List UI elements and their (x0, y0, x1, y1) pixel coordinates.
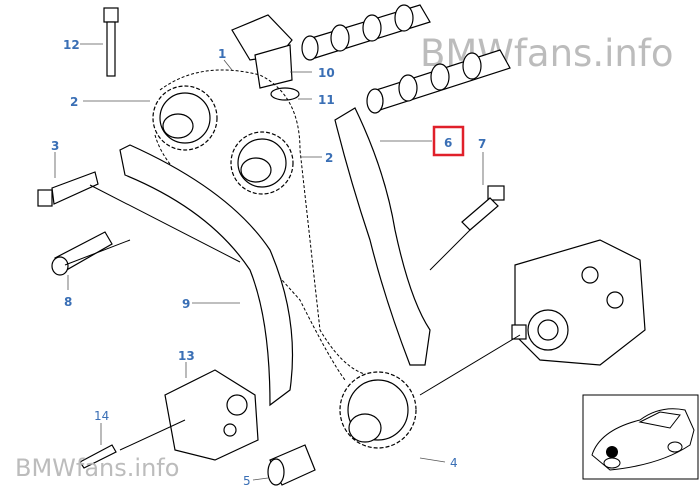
callout-13[interactable]: 13 (178, 349, 195, 363)
high-pressure-pump (511, 239, 646, 366)
bolt-7 (461, 185, 505, 231)
sprocket-crank-4 (339, 371, 417, 449)
callout-2-upper[interactable]: 2 (70, 95, 78, 109)
chain-tensioner-13 (164, 369, 259, 461)
callout-3[interactable]: 3 (51, 139, 59, 153)
highlight-box (432, 125, 465, 157)
camshaft-lower (366, 49, 511, 114)
guide-rail-9 (119, 144, 294, 407)
timing-chain (159, 69, 381, 376)
callout-14[interactable]: 14 (94, 409, 109, 423)
chain-tensioner-10 (231, 14, 293, 89)
callout-12[interactable]: 12 (63, 38, 80, 52)
camshaft-upper (301, 4, 431, 61)
tensioner-rail-6 (334, 107, 431, 366)
watermark-bottom: BMWfans.info (15, 454, 179, 482)
callout-8[interactable]: 8 (64, 295, 72, 309)
callout-4[interactable]: 4 (450, 456, 458, 470)
bolt-14 (79, 444, 117, 469)
callout-1[interactable]: 1 (218, 47, 226, 61)
callout-10[interactable]: 10 (318, 66, 335, 80)
callout-6[interactable]: 6 (444, 136, 452, 150)
sprocket-upper-left (152, 85, 218, 151)
bolt-3 (37, 171, 99, 207)
bolt-12 (103, 7, 119, 77)
nut-5 (267, 444, 316, 486)
engine-location-dot (606, 446, 618, 458)
car-location-inset (582, 394, 699, 480)
callout-5[interactable]: 5 (243, 474, 251, 488)
callout-7[interactable]: 7 (478, 137, 486, 151)
callout-9[interactable]: 9 (182, 297, 190, 311)
callout-11[interactable]: 11 (318, 93, 335, 107)
seal-ring-11 (270, 87, 300, 101)
callout-2-right[interactable]: 2 (325, 151, 333, 165)
pin-8 (51, 231, 113, 276)
sprocket-upper-right (230, 131, 294, 195)
